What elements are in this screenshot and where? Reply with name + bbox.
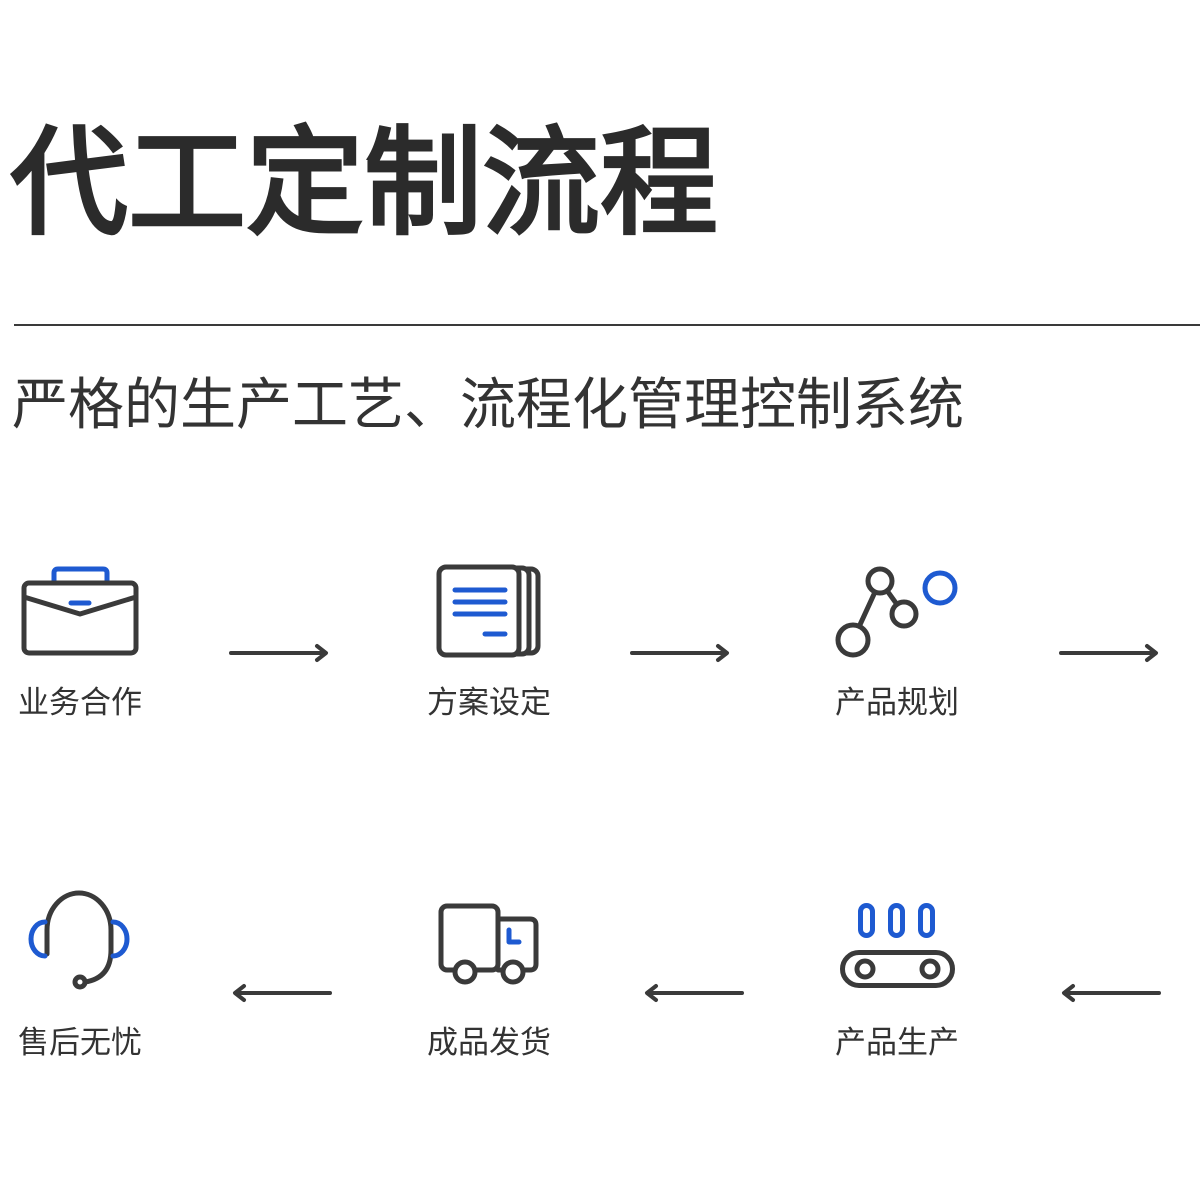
arrow-left-icon: [233, 984, 332, 1002]
step-label: 业务合作: [18, 685, 142, 721]
arrow-right-icon: [229, 644, 328, 662]
step-product-production: 产品生产: [817, 903, 977, 1065]
step-business-cooperation: 业务合作: [0, 565, 160, 725]
arrow-right-icon: [630, 644, 729, 662]
arrow-left-icon: [1062, 984, 1161, 1002]
step-label: 成品发货: [427, 1025, 551, 1061]
step-label: 产品规划: [835, 685, 959, 721]
briefcase-icon: [21, 566, 139, 656]
step-plan-setting: 方案设定: [409, 564, 569, 725]
arrow-right-icon: [1059, 644, 1158, 662]
nodes-icon: [835, 566, 958, 658]
step-product-planning: 产品规划: [817, 565, 977, 725]
step-finished-goods-shipping: 成品发货: [409, 903, 569, 1065]
truck-icon: [438, 903, 539, 985]
step-label: 方案设定: [427, 685, 551, 721]
document-icon: [436, 564, 541, 658]
step-label: 售后无忧: [18, 1025, 142, 1061]
title-divider: [14, 324, 1200, 326]
page-subtitle: 严格的生产工艺、流程化管理控制系统: [12, 373, 964, 438]
step-after-sales: 售后无忧: [0, 890, 160, 1065]
step-label: 产品生产: [835, 1025, 959, 1061]
conveyor-icon: [840, 903, 955, 988]
page-title: 代工定制流程: [10, 114, 719, 252]
headset-icon: [28, 890, 130, 990]
arrow-left-icon: [645, 984, 744, 1002]
